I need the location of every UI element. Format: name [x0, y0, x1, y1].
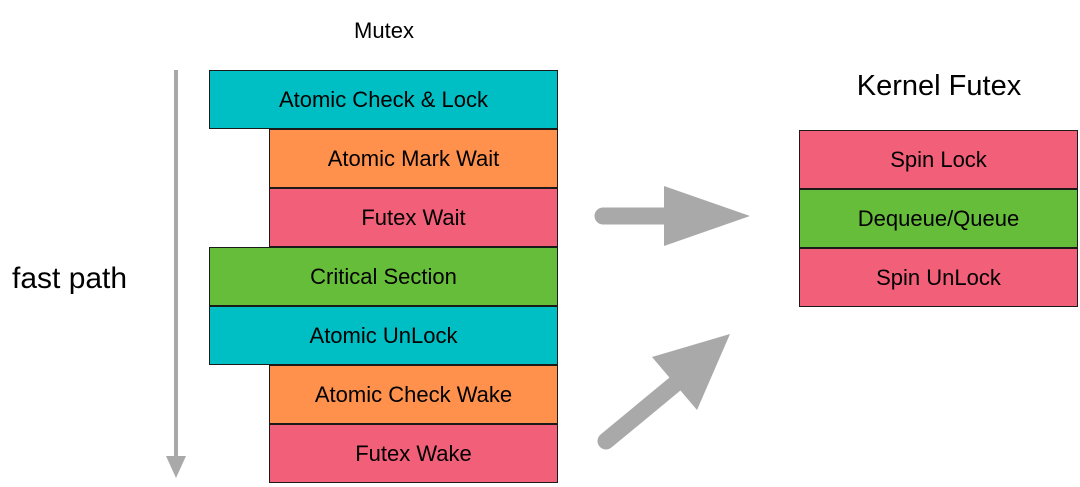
futex-block-spin-lock: Spin Lock [799, 130, 1078, 189]
mutex-block-atomic-check-lock: Atomic Check & Lock [209, 70, 558, 129]
mutex-block-futex-wake: Futex Wake [269, 424, 558, 483]
mutex-block-atomic-mark-wait: Atomic Mark Wait [269, 129, 558, 188]
arrow-right-icon [594, 186, 750, 246]
mutex-title: Mutex [354, 18, 414, 43]
mutex-block-critical-section: Critical Section [209, 247, 558, 306]
mutex-block-atomic-unlock: Atomic UnLock [209, 306, 558, 365]
kernel-futex-title: Kernel Futex [856, 70, 1022, 102]
futex-block-spin-unlock: Spin UnLock [799, 248, 1078, 307]
mutex-block-futex-wait: Futex Wait [269, 188, 558, 247]
mutex-block-atomic-check-wake: Atomic Check Wake [269, 365, 558, 424]
fast-path-label: fast path [12, 262, 128, 295]
arrow-diagonal-up-right-icon [597, 334, 730, 450]
futex-block-dequeue-queue: Dequeue/Queue [799, 189, 1078, 248]
